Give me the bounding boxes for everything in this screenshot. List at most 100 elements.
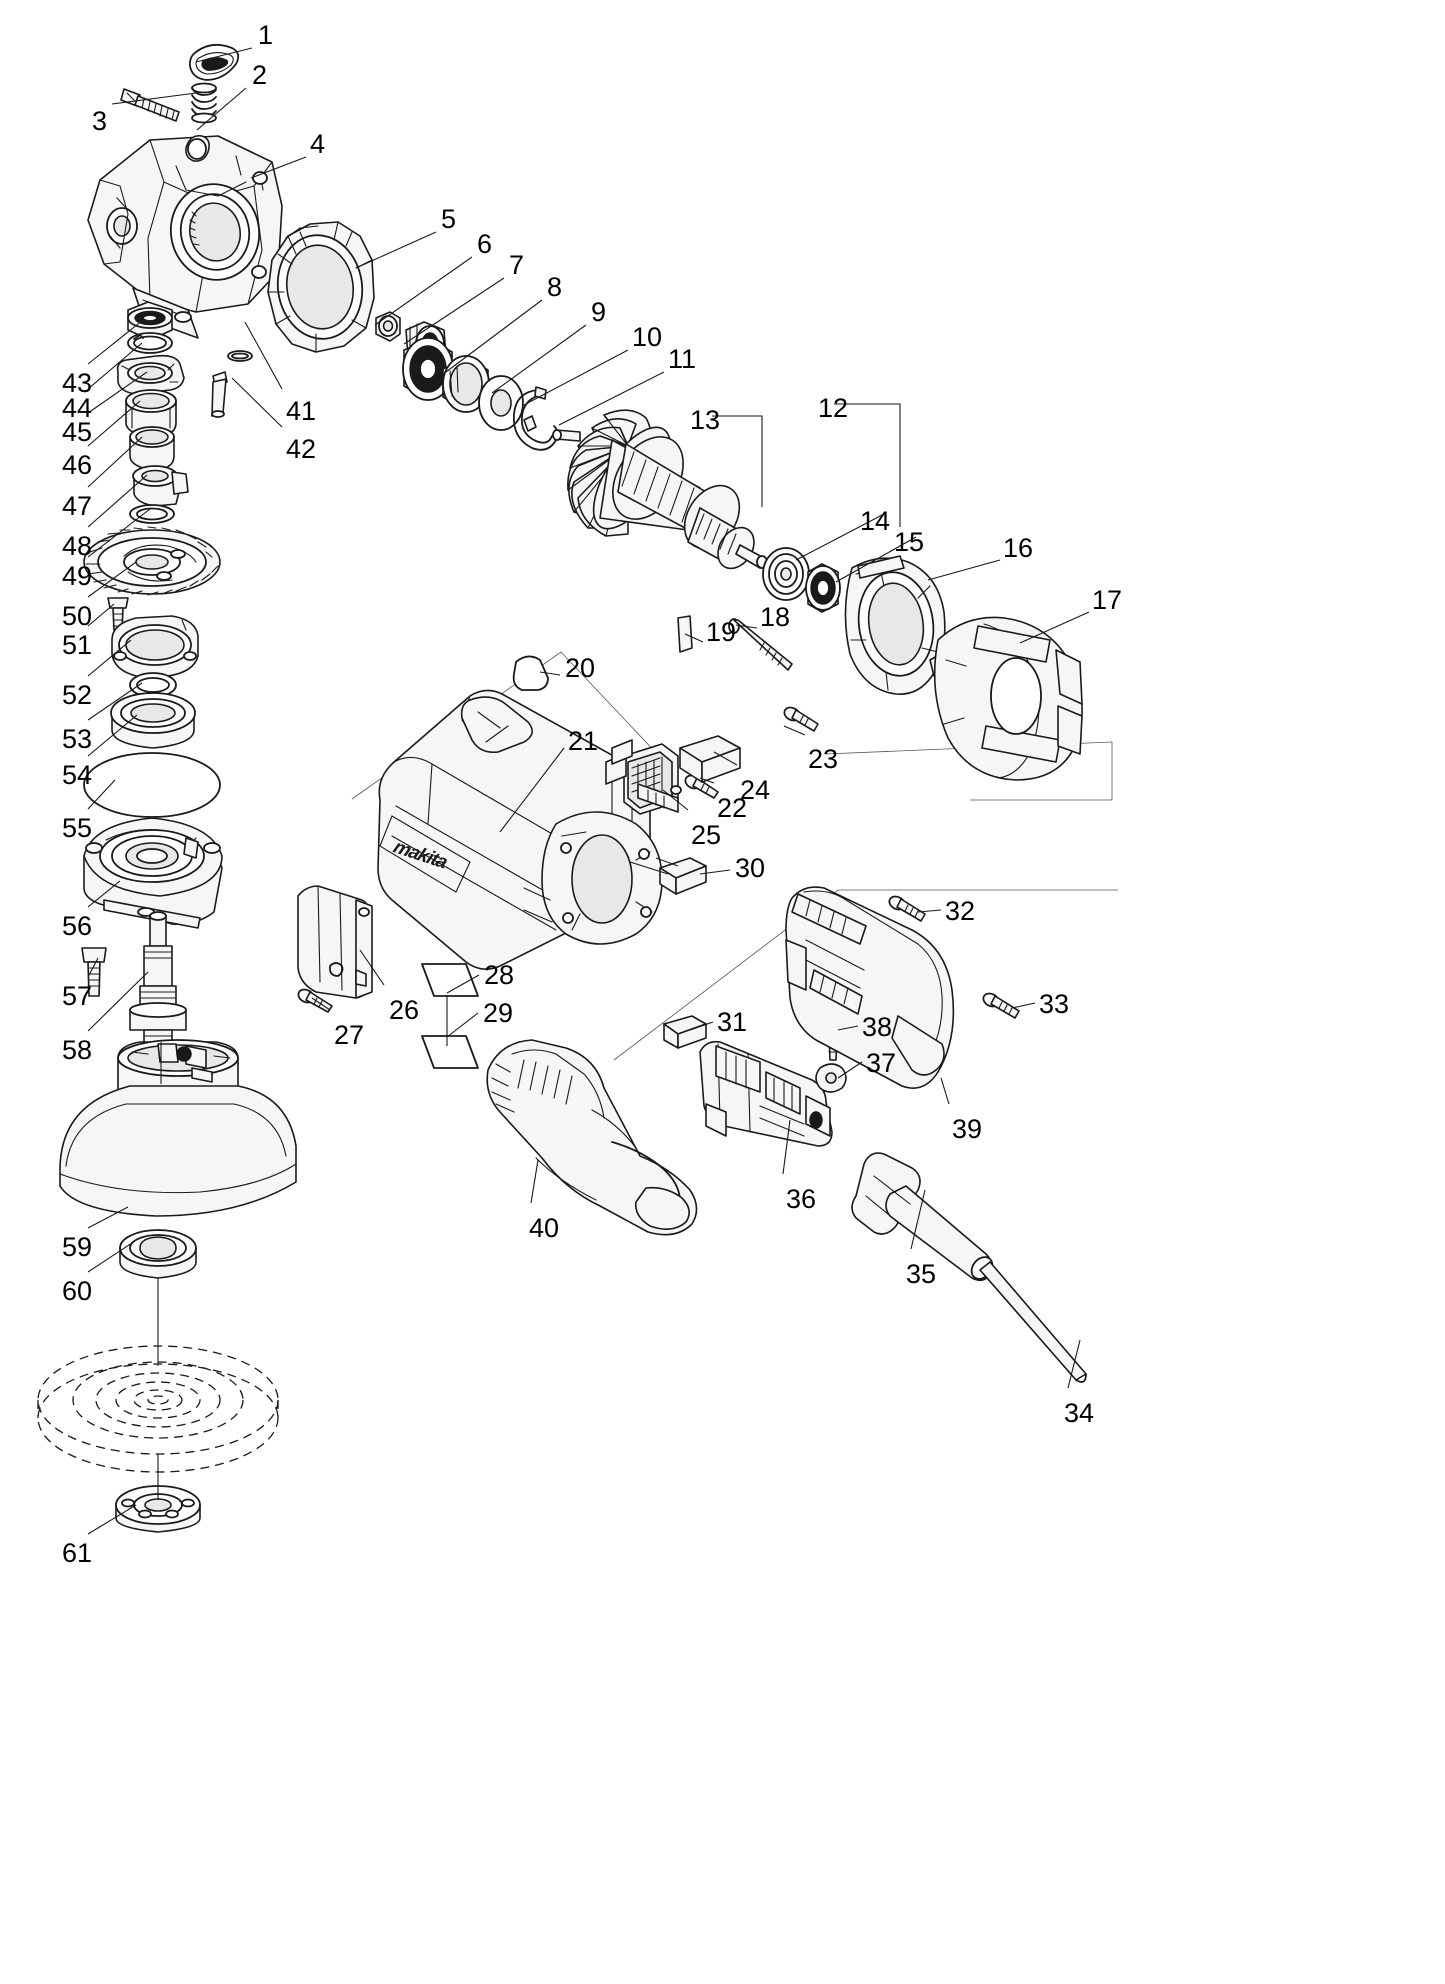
part-23-tapping-screw xyxy=(783,706,819,732)
callout-number-29: 29 xyxy=(483,998,514,1028)
leader-line-10 xyxy=(523,349,629,406)
callout-number-43: 43 xyxy=(62,368,93,398)
part-36-switch-assembly xyxy=(699,1040,833,1147)
part-34-power-cord xyxy=(979,1261,1087,1383)
callout-number-57: 57 xyxy=(62,981,93,1011)
leader-line-6 xyxy=(374,256,473,326)
leader-line-32 xyxy=(917,909,942,913)
leader-line-58 xyxy=(87,971,149,1032)
part-58-spindle xyxy=(129,911,187,1068)
part-33-tapping-screw xyxy=(982,992,1020,1019)
leader-line-31 xyxy=(689,1021,714,1031)
leader-line-49 xyxy=(87,508,151,558)
part-1-lock-lever xyxy=(188,43,240,81)
leader-line-9 xyxy=(491,324,587,394)
callout-number-50: 50 xyxy=(62,601,93,631)
callout-number-25: 25 xyxy=(691,820,722,850)
callout-number-2: 2 xyxy=(252,60,268,90)
part-30-carbon-brush xyxy=(629,857,707,895)
leader-line-1 xyxy=(195,47,253,63)
leader-line-43 xyxy=(87,319,144,365)
leader-line-19 xyxy=(684,633,704,643)
callout-number-58: 58 xyxy=(62,1035,93,1065)
callout-number-39: 39 xyxy=(952,1114,983,1144)
leader-line-34 xyxy=(1067,1339,1081,1389)
callout-number-59: 59 xyxy=(62,1232,93,1262)
callout-number-32: 32 xyxy=(945,896,976,926)
callout-number-27: 27 xyxy=(334,1020,365,1050)
leader-line-54 xyxy=(87,714,138,757)
leader-line-13 xyxy=(712,415,763,507)
callout-number-28: 28 xyxy=(484,960,515,990)
part-48-spindle-cam xyxy=(132,465,189,507)
part-55-large-o-ring xyxy=(83,752,221,818)
callout-number-60: 60 xyxy=(62,1276,93,1306)
callout-number-30: 30 xyxy=(735,853,766,883)
leader-line-60 xyxy=(87,1242,133,1273)
part-60-inner-flange xyxy=(119,1229,197,1366)
callout-number-44: 44 xyxy=(62,393,93,423)
part-14-ball-bearing xyxy=(762,547,810,601)
leader-line-24 xyxy=(713,751,738,766)
callout-number-61: 61 xyxy=(62,1538,93,1568)
leader-line-29 xyxy=(446,1012,479,1038)
callout-number-15: 15 xyxy=(894,527,925,557)
leader-line-5 xyxy=(355,231,437,269)
callout-number-5: 5 xyxy=(441,204,457,234)
leader-line-56 xyxy=(87,880,121,908)
part-54-ball-bearing xyxy=(110,692,196,749)
part-56-bearing-box xyxy=(83,817,223,929)
leader-line-45 xyxy=(87,371,148,414)
part-43-ball-bearing xyxy=(127,301,173,341)
leader-line-18 xyxy=(735,624,758,629)
leader-line-51 xyxy=(87,603,115,627)
leader-line-8 xyxy=(445,299,543,373)
callout-number-45: 45 xyxy=(62,417,93,447)
leader-line-41 xyxy=(244,321,283,390)
callout-number-18: 18 xyxy=(760,602,791,632)
leader-line-7 xyxy=(403,277,505,345)
part-28-label xyxy=(421,963,479,997)
part-20-name-plate xyxy=(512,655,549,691)
leader-line-27 xyxy=(311,997,331,1011)
part-6-lock-nut xyxy=(375,311,401,342)
part-47-bearing-sleeve xyxy=(129,426,175,471)
part-40-handle-housing xyxy=(486,1039,698,1236)
leader-line-15 xyxy=(835,536,917,583)
leader-line-17 xyxy=(1019,611,1090,644)
callout-number-6: 6 xyxy=(477,229,493,259)
leader-line-21 xyxy=(499,747,565,833)
callout-number-17: 17 xyxy=(1092,585,1123,615)
part-2-compression-spring xyxy=(191,82,217,124)
leader-line-26 xyxy=(359,949,385,986)
part-24-capacitor xyxy=(679,735,741,783)
leader-line-22 xyxy=(699,777,715,784)
callout-number-19: 19 xyxy=(706,617,737,647)
leader-line-47 xyxy=(87,436,143,488)
callout-number-24: 24 xyxy=(740,775,771,805)
callout-number-54: 54 xyxy=(62,760,93,790)
callout-number-38: 38 xyxy=(862,1012,893,1042)
part-5-baffle-plate xyxy=(267,221,375,353)
callout-number-52: 52 xyxy=(62,680,93,710)
leader-line-20 xyxy=(539,671,561,676)
leader-line-23 xyxy=(783,725,806,736)
callout-number-3: 3 xyxy=(92,106,108,136)
callout-number-10: 10 xyxy=(632,322,663,352)
part-50-bevel-gear xyxy=(83,526,221,596)
leader-line-39 xyxy=(940,1077,950,1105)
part-25-terminal-block xyxy=(605,739,682,815)
part-61-lock-nut xyxy=(115,1454,201,1533)
callout-number-55: 55 xyxy=(62,813,93,843)
leader-line-33 xyxy=(1011,1002,1036,1009)
callout-number-56: 56 xyxy=(62,911,93,941)
callout-number-40: 40 xyxy=(529,1213,560,1243)
callout-number-41: 41 xyxy=(286,396,317,426)
leader-line-57 xyxy=(87,957,99,978)
part-11-retaining-ring xyxy=(512,386,559,451)
callout-number-21: 21 xyxy=(568,726,599,756)
group-bracket-right xyxy=(825,741,1113,801)
part-49-flat-washer xyxy=(129,504,175,524)
